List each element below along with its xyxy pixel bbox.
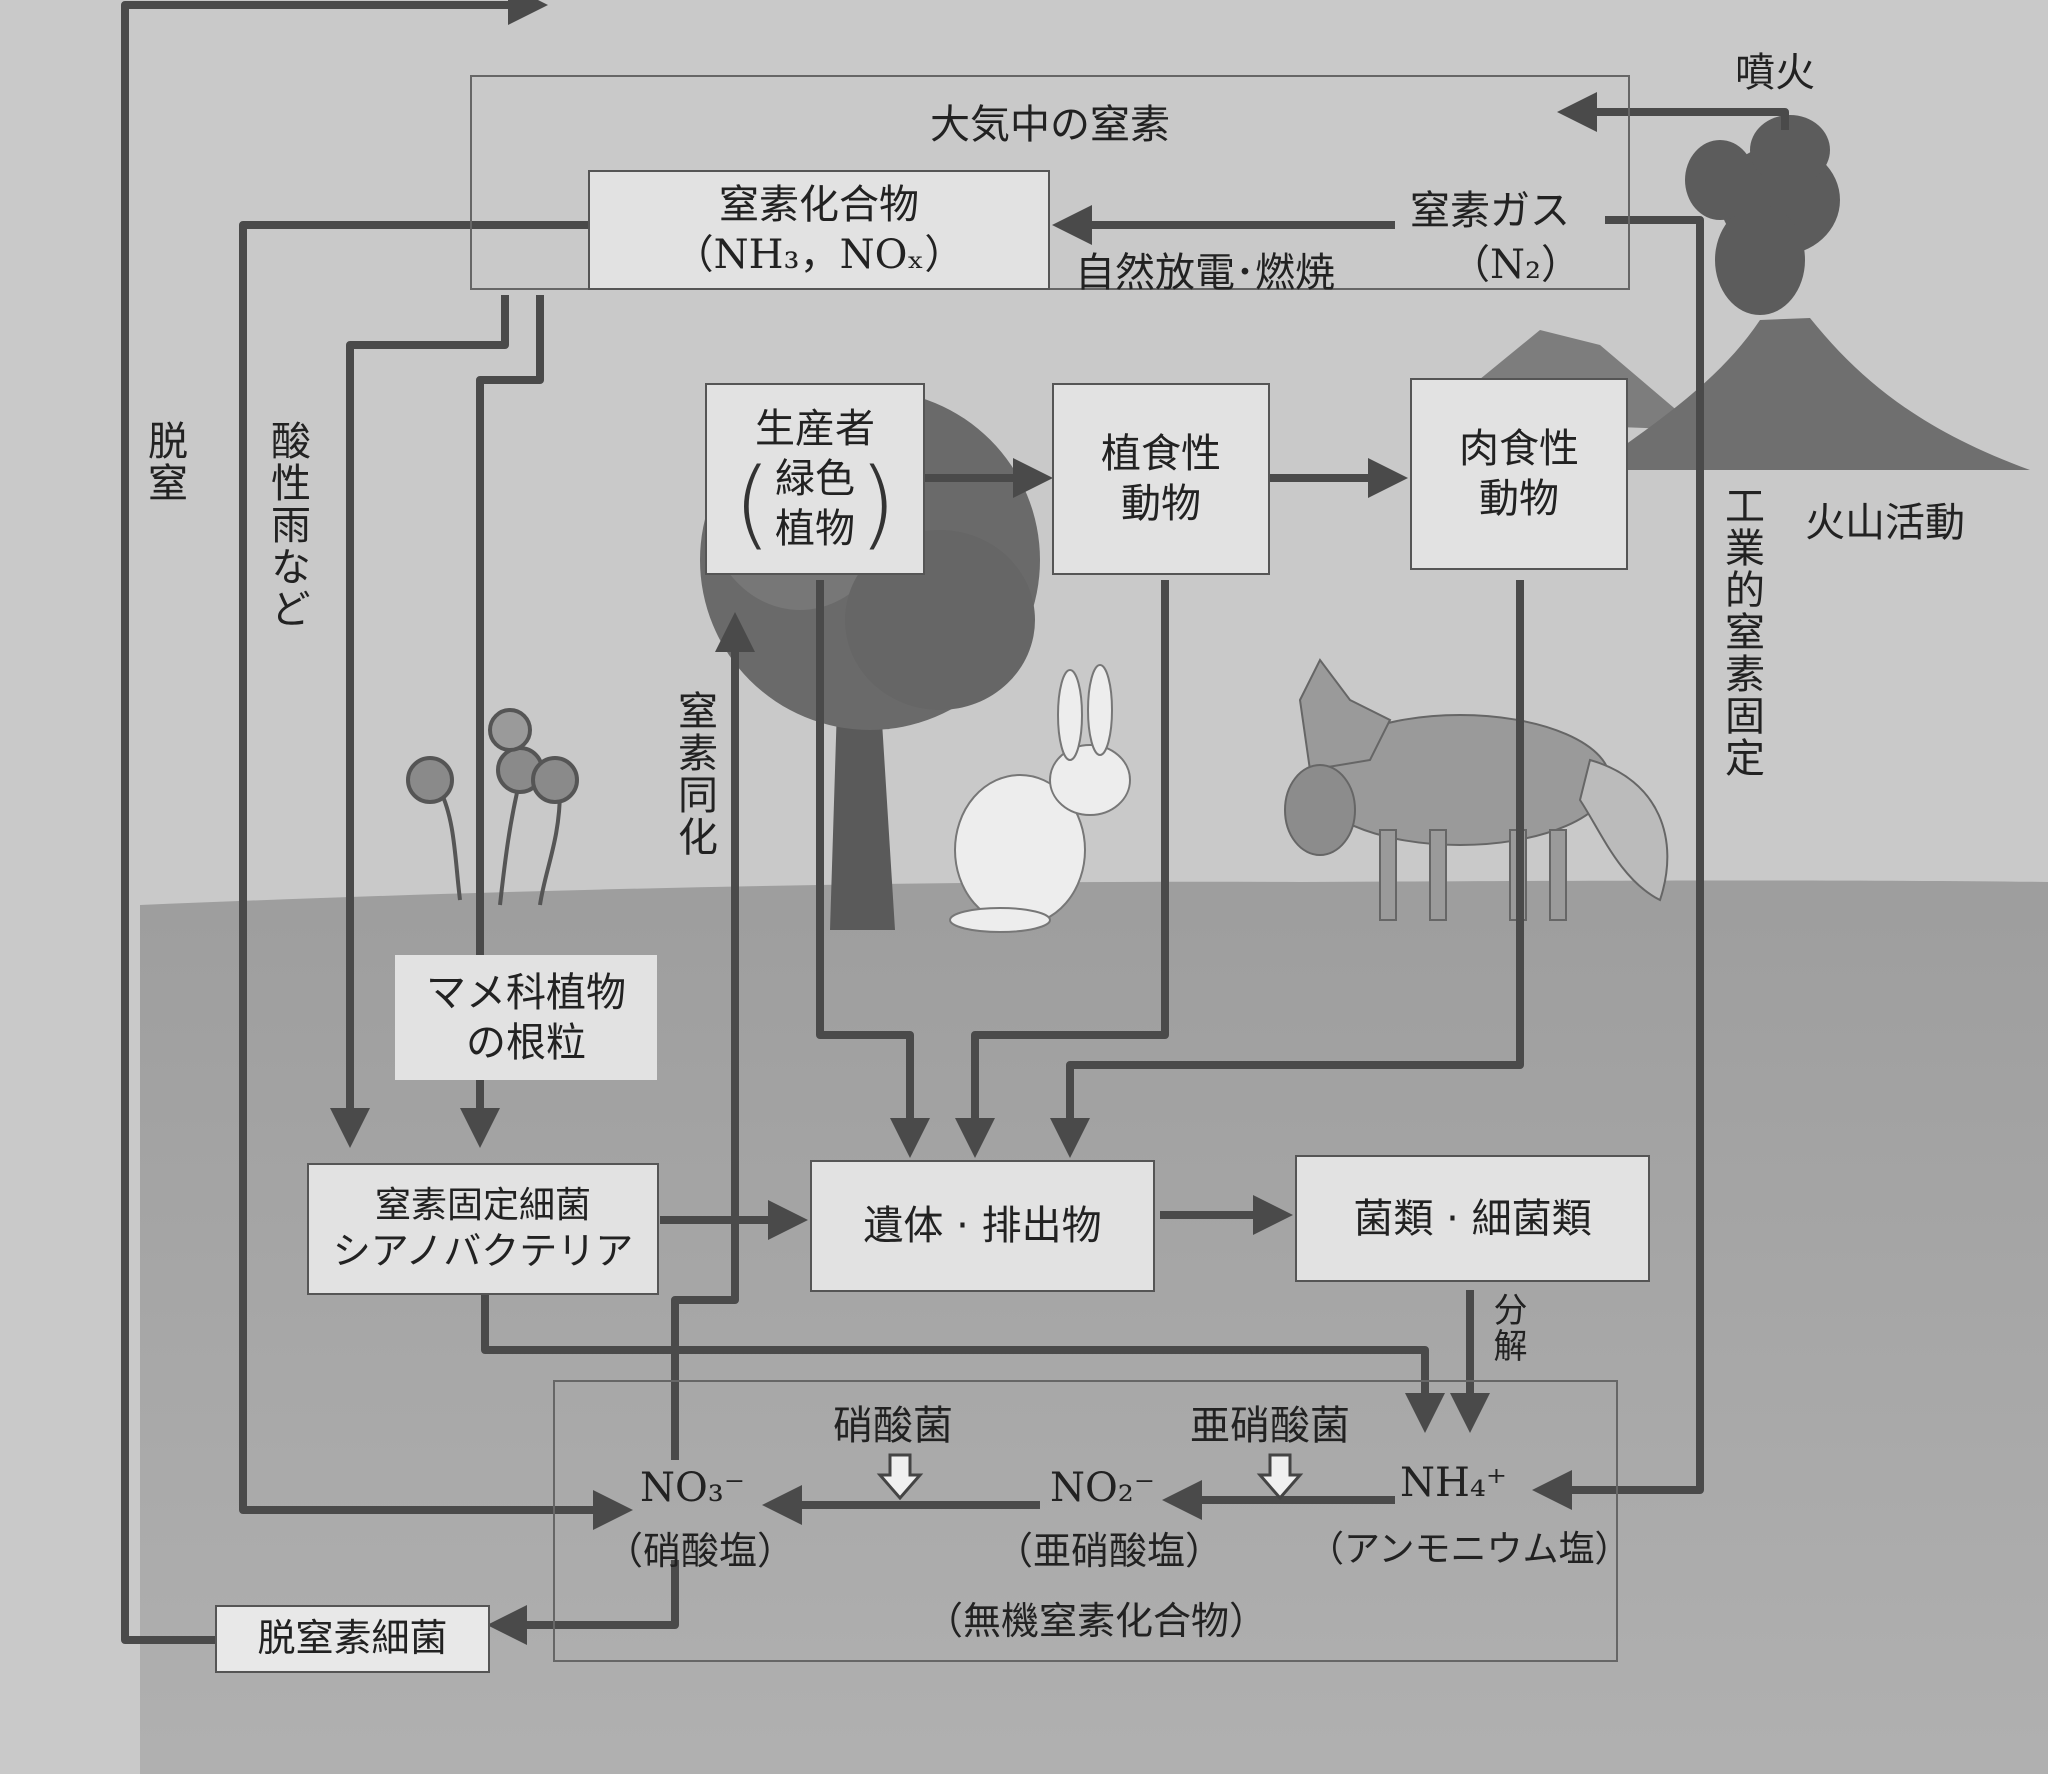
legume-nodule-box: マメ科植物 の根粒 bbox=[395, 955, 657, 1080]
rabbit bbox=[949, 664, 1131, 933]
compound-formula: （NH₃，NOₓ） bbox=[673, 232, 965, 278]
carnivore-box: 肉食性 動物 bbox=[1410, 378, 1628, 570]
fixers-line2: シアノバクテリア bbox=[332, 1228, 634, 1273]
producer-box: 生産者 ( 緑色 植物 ) bbox=[705, 383, 925, 575]
arrow-producer-to-remains bbox=[816, 580, 930, 1158]
arrow-acid-rain bbox=[330, 295, 509, 1148]
industrial-fixation-label: 工業的窒素固定 bbox=[1718, 485, 1764, 779]
decomposers-label: 菌類 · 細菌類 bbox=[1353, 1195, 1592, 1242]
producer-line2: 植物 bbox=[775, 506, 855, 552]
inorganic-group-label: （無機窒素化合物） bbox=[925, 1599, 1268, 1643]
arrow-eruption bbox=[1557, 92, 1789, 132]
arrow-carnivore-to-remains bbox=[1050, 580, 1524, 1158]
producer-line1: 緑色 bbox=[775, 456, 855, 502]
herbivore-line1: 植食性 bbox=[1101, 431, 1221, 477]
assimilation-label: 窒素同化 bbox=[671, 690, 717, 858]
herbivore-line2: 動物 bbox=[1121, 481, 1201, 527]
ammonium-name: （アンモニウム塩） bbox=[1308, 1529, 1631, 1570]
volcano-smoke bbox=[1685, 115, 1840, 315]
volcanic-activity-label: 火山活動 bbox=[1805, 500, 1965, 546]
denitrifying-bacteria-box: 脱窒素細菌 bbox=[215, 1605, 490, 1673]
atmosphere-frame bbox=[470, 75, 1630, 290]
nitrite-formula: NO₂⁻ bbox=[1050, 1465, 1155, 1511]
fixers-line1: 窒素固定細菌 bbox=[374, 1184, 591, 1226]
inorganic-frame bbox=[553, 1380, 1618, 1662]
nitrite-name: （亜硝酸塩） bbox=[995, 1529, 1224, 1573]
clover-plants bbox=[406, 708, 579, 906]
denitrification-label: 脱窒 bbox=[141, 420, 187, 504]
remains-box: 遺体 · 排出物 bbox=[810, 1160, 1155, 1292]
decomposition-label: 分解 bbox=[1487, 1292, 1527, 1364]
arrow-to-legume bbox=[460, 295, 544, 1148]
hollow-arrows bbox=[876, 1453, 1304, 1501]
compound-label: 窒素化合物 bbox=[719, 182, 919, 228]
arrow-fixers-to-ammonium bbox=[481, 1290, 1445, 1433]
arrows bbox=[121, 0, 1789, 1645]
ammonium-formula: NH₄⁺ bbox=[1400, 1460, 1508, 1506]
arrow-industrial-fixation bbox=[1532, 216, 1704, 1510]
carnivore-line2: 動物 bbox=[1479, 476, 1559, 522]
atmosphere-title: 大気中の窒素 bbox=[930, 102, 1170, 148]
arrow-nitrate-to-denitrifier bbox=[487, 1560, 679, 1645]
gas-formula: （N₂） bbox=[1450, 242, 1582, 288]
herbivore-box: 植食性 動物 bbox=[1052, 383, 1270, 575]
producer-title: 生産者 bbox=[755, 406, 875, 452]
nitrite-bacteria-label: 亜硝酸菌 bbox=[1190, 1403, 1350, 1449]
arrow-denitrification bbox=[121, 0, 548, 1644]
legume-line1: マメ科植物 bbox=[426, 969, 626, 1016]
remains-label: 遺体 · 排出物 bbox=[863, 1203, 1102, 1249]
arrow-compound-to-nitrate bbox=[239, 221, 650, 1530]
eruption-label: 噴火 bbox=[1735, 50, 1815, 96]
ground bbox=[140, 880, 2048, 1774]
arrow-herbivore-to-remains bbox=[955, 580, 1169, 1158]
acid-rain-label: 酸性雨など bbox=[264, 420, 310, 630]
discharge-label: 自然放電･燃焼 bbox=[1075, 250, 1335, 296]
decomposers-box: 菌類 · 細菌類 bbox=[1295, 1155, 1650, 1282]
carnivore-line1: 肉食性 bbox=[1459, 426, 1579, 472]
nitrate-name: （硝酸塩） bbox=[605, 1529, 796, 1573]
legume-line2: の根粒 bbox=[466, 1019, 586, 1066]
gas-label: 窒素ガス bbox=[1410, 188, 1570, 234]
nitrate-bacteria-label: 硝酸菌 bbox=[833, 1403, 953, 1449]
fox bbox=[1284, 658, 1669, 921]
nitrogen-compound-box: 窒素化合物 （NH₃，NOₓ） bbox=[588, 170, 1050, 290]
nitrate-formula: NO₃⁻ bbox=[640, 1465, 745, 1511]
nitrogen-fixers-box: 窒素固定細菌 シアノバクテリア bbox=[307, 1163, 659, 1295]
denitrifying-bacteria-label: 脱窒素細菌 bbox=[257, 1616, 448, 1661]
